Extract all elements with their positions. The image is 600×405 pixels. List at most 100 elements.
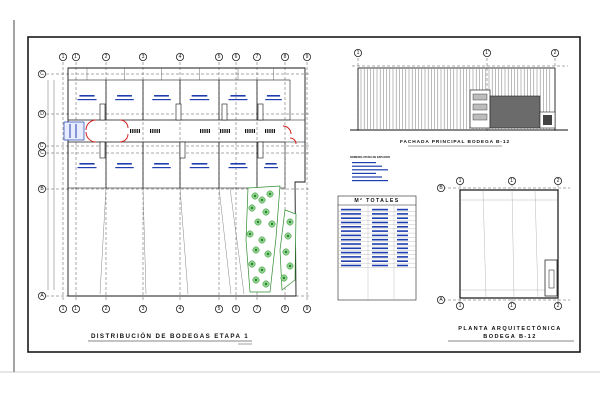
plan-bottom-bubble-2-circle (554, 301, 563, 310)
dist-left-bubble-5-circle (38, 291, 47, 300)
ramp-mark-3-3 (226, 129, 228, 133)
dist-left-bubble-4-label: B (40, 186, 44, 192)
totals-row-a-0 (341, 208, 361, 211)
ramp-mark-4-1 (247, 129, 249, 133)
dist-bottom-bubble-8-label: 8 (284, 306, 287, 312)
dist-top-bubble-8-circle (280, 53, 289, 62)
totals-row-a-11 (341, 256, 361, 258)
ramp-mark-0-3 (136, 129, 138, 133)
plan-outline (459, 189, 559, 299)
plan-left-bubble-b: B (436, 183, 445, 192)
dist-top-bubble-0: 1 (59, 53, 68, 62)
tree-core-13 (254, 278, 258, 282)
dist-bottom-bubble-8-circle (280, 304, 289, 313)
ramp-mark-4-0 (245, 129, 247, 133)
ramp-mark-5-1 (267, 129, 269, 133)
dist-bottom-bubble-6: 6 (231, 304, 240, 313)
plan-title-line-2: BODEGA B-12 (483, 334, 536, 340)
plan-bottom-bubble-2-label: 2 (557, 303, 560, 309)
dist-top-bubble-4: 4 (175, 53, 184, 62)
dist-bottom-bubble-4: 4 (175, 304, 184, 313)
plan-top-bubble-0-label: 1 (459, 178, 462, 184)
totals-row-a-3 (341, 221, 361, 224)
totals-row-a-13 (341, 264, 361, 267)
dist-top-bubble-2-label: 2 (105, 54, 108, 60)
tree-core-2 (268, 192, 272, 196)
cell-bottom-tag2-0 (77, 167, 97, 169)
ramp-mark-3-4 (228, 129, 230, 133)
legend-heading: NOMENCLATURA DE ESPACIOS (350, 155, 390, 159)
plan-left-bubble-a: A (436, 295, 445, 304)
dist-left-bubble-4: B (38, 184, 47, 193)
ramp-mark-2-1 (202, 129, 204, 133)
cell-bottom-tag-4 (230, 163, 246, 165)
dist-top-bubble-5: 5 (214, 53, 223, 62)
legend-line-3 (352, 172, 376, 174)
totals-row-a-6 (341, 234, 361, 237)
dist-bottom-bubble-2: 2 (102, 304, 111, 313)
totals-table: M² TOTALES (337, 195, 417, 301)
plan-bottom-bubble-1-circle (507, 301, 516, 310)
dist-bottom-bubble-2-circle (102, 304, 111, 313)
ramp-mark-1-4 (158, 129, 160, 133)
cell-bottom-tag2-2 (152, 167, 171, 169)
door-swing-red-4 (119, 133, 129, 143)
tree-core-14 (264, 282, 268, 286)
legend-line-4 (352, 176, 382, 178)
dist-top-bubble-9-label: 9 (306, 54, 309, 60)
facade-top-bubble-2-circle (551, 49, 560, 58)
cell-bottom-tag2-5 (264, 167, 278, 169)
dist-top-bubble-3-label: 3 (142, 54, 145, 60)
facade-top-bubble-2-label: 2 (554, 50, 557, 56)
dist-top-bubble-5-circle (214, 53, 223, 62)
door-swing-red-1 (85, 119, 97, 131)
totals-row-c-8 (397, 243, 408, 245)
totals-row-c-6 (397, 234, 408, 237)
cell-bottom-tag2-4 (228, 167, 248, 169)
cell-top-tag-1 (117, 95, 132, 97)
dist-top-bubble-7-label: 7 (256, 54, 259, 60)
dist-bottom-bubble-0: 1 (59, 304, 68, 313)
cell-bottom-tag-1 (117, 163, 132, 165)
plan-top-bubble-1-circle (507, 176, 516, 185)
dist-top-bubble-4-label: 4 (179, 54, 182, 60)
tree-core-10 (266, 252, 270, 256)
dist-left-bubble-1: D (38, 110, 47, 119)
dist-bottom-bubble-0-circle (59, 304, 68, 313)
tree-core-16 (286, 234, 290, 238)
totals-row-b-5 (372, 230, 388, 232)
totals-row-b-12 (372, 260, 388, 262)
totals-row-a-10 (341, 251, 361, 254)
totals-row-c-1 (397, 213, 408, 215)
dist-top-bubble-0-circle (59, 53, 68, 62)
totals-row-c-13 (397, 264, 408, 267)
ramp-mark-0-4 (138, 129, 140, 133)
tree-core-4 (264, 210, 268, 214)
facade-top-bubble-1: 1' (482, 49, 491, 58)
dock-5 (179, 141, 186, 159)
dist-bottom-bubble-3: 3 (138, 304, 147, 313)
dist-bottom-bubble-7: 7 (252, 304, 261, 313)
totals-row-c-4 (397, 226, 408, 228)
plan-bottom-bubble-0-circle (455, 301, 464, 310)
loading-docks (99, 103, 275, 159)
totals-row-c-12 (397, 260, 408, 262)
facade-curtain-door (489, 95, 541, 129)
totals-row-c-2 (397, 217, 408, 219)
plan-bottom-bubble-0-label: 1 (459, 303, 462, 309)
ramp-mark-5-3 (271, 129, 273, 133)
dock-4 (99, 141, 106, 159)
dist-left-bubble-4-circle (38, 184, 47, 193)
cell-top-tag2-0 (77, 99, 97, 101)
tree-core-3 (250, 206, 254, 210)
facade-top-bubble-0: 1 (353, 49, 362, 58)
dist-top-bubble-8: 8 (280, 53, 289, 62)
dock-6 (257, 141, 264, 159)
ramp-mark-5-4 (273, 129, 275, 133)
dist-left-bubble-0-label: C (40, 71, 44, 77)
lot-line-3 (218, 187, 232, 295)
dist-top-bubble-6: 6 (231, 53, 240, 62)
tree-core-15 (288, 220, 292, 224)
sheet-border (27, 36, 581, 353)
